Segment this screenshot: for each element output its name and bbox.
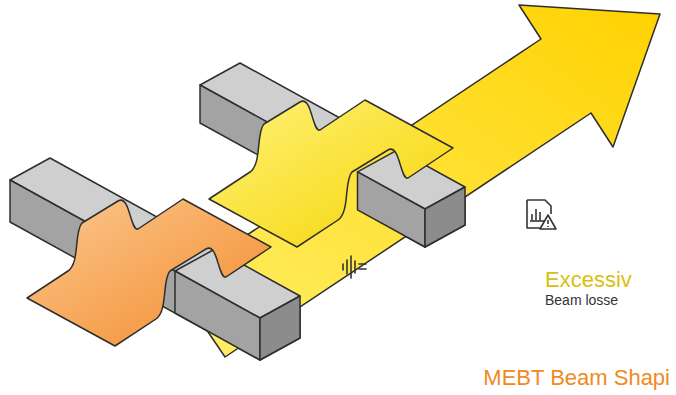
yellow-ribbon bbox=[209, 100, 453, 247]
chart-warning-icon bbox=[527, 200, 556, 229]
body-label: Beam losse bbox=[545, 293, 618, 308]
orange-ribbon bbox=[27, 199, 271, 346]
sound-wave-icon bbox=[343, 256, 366, 278]
beam-arrow bbox=[175, 5, 660, 357]
magnet-back bbox=[200, 63, 465, 247]
heading-label: Excessiv bbox=[545, 268, 632, 292]
heading-label: MEBT Beam Shapi bbox=[483, 366, 670, 390]
